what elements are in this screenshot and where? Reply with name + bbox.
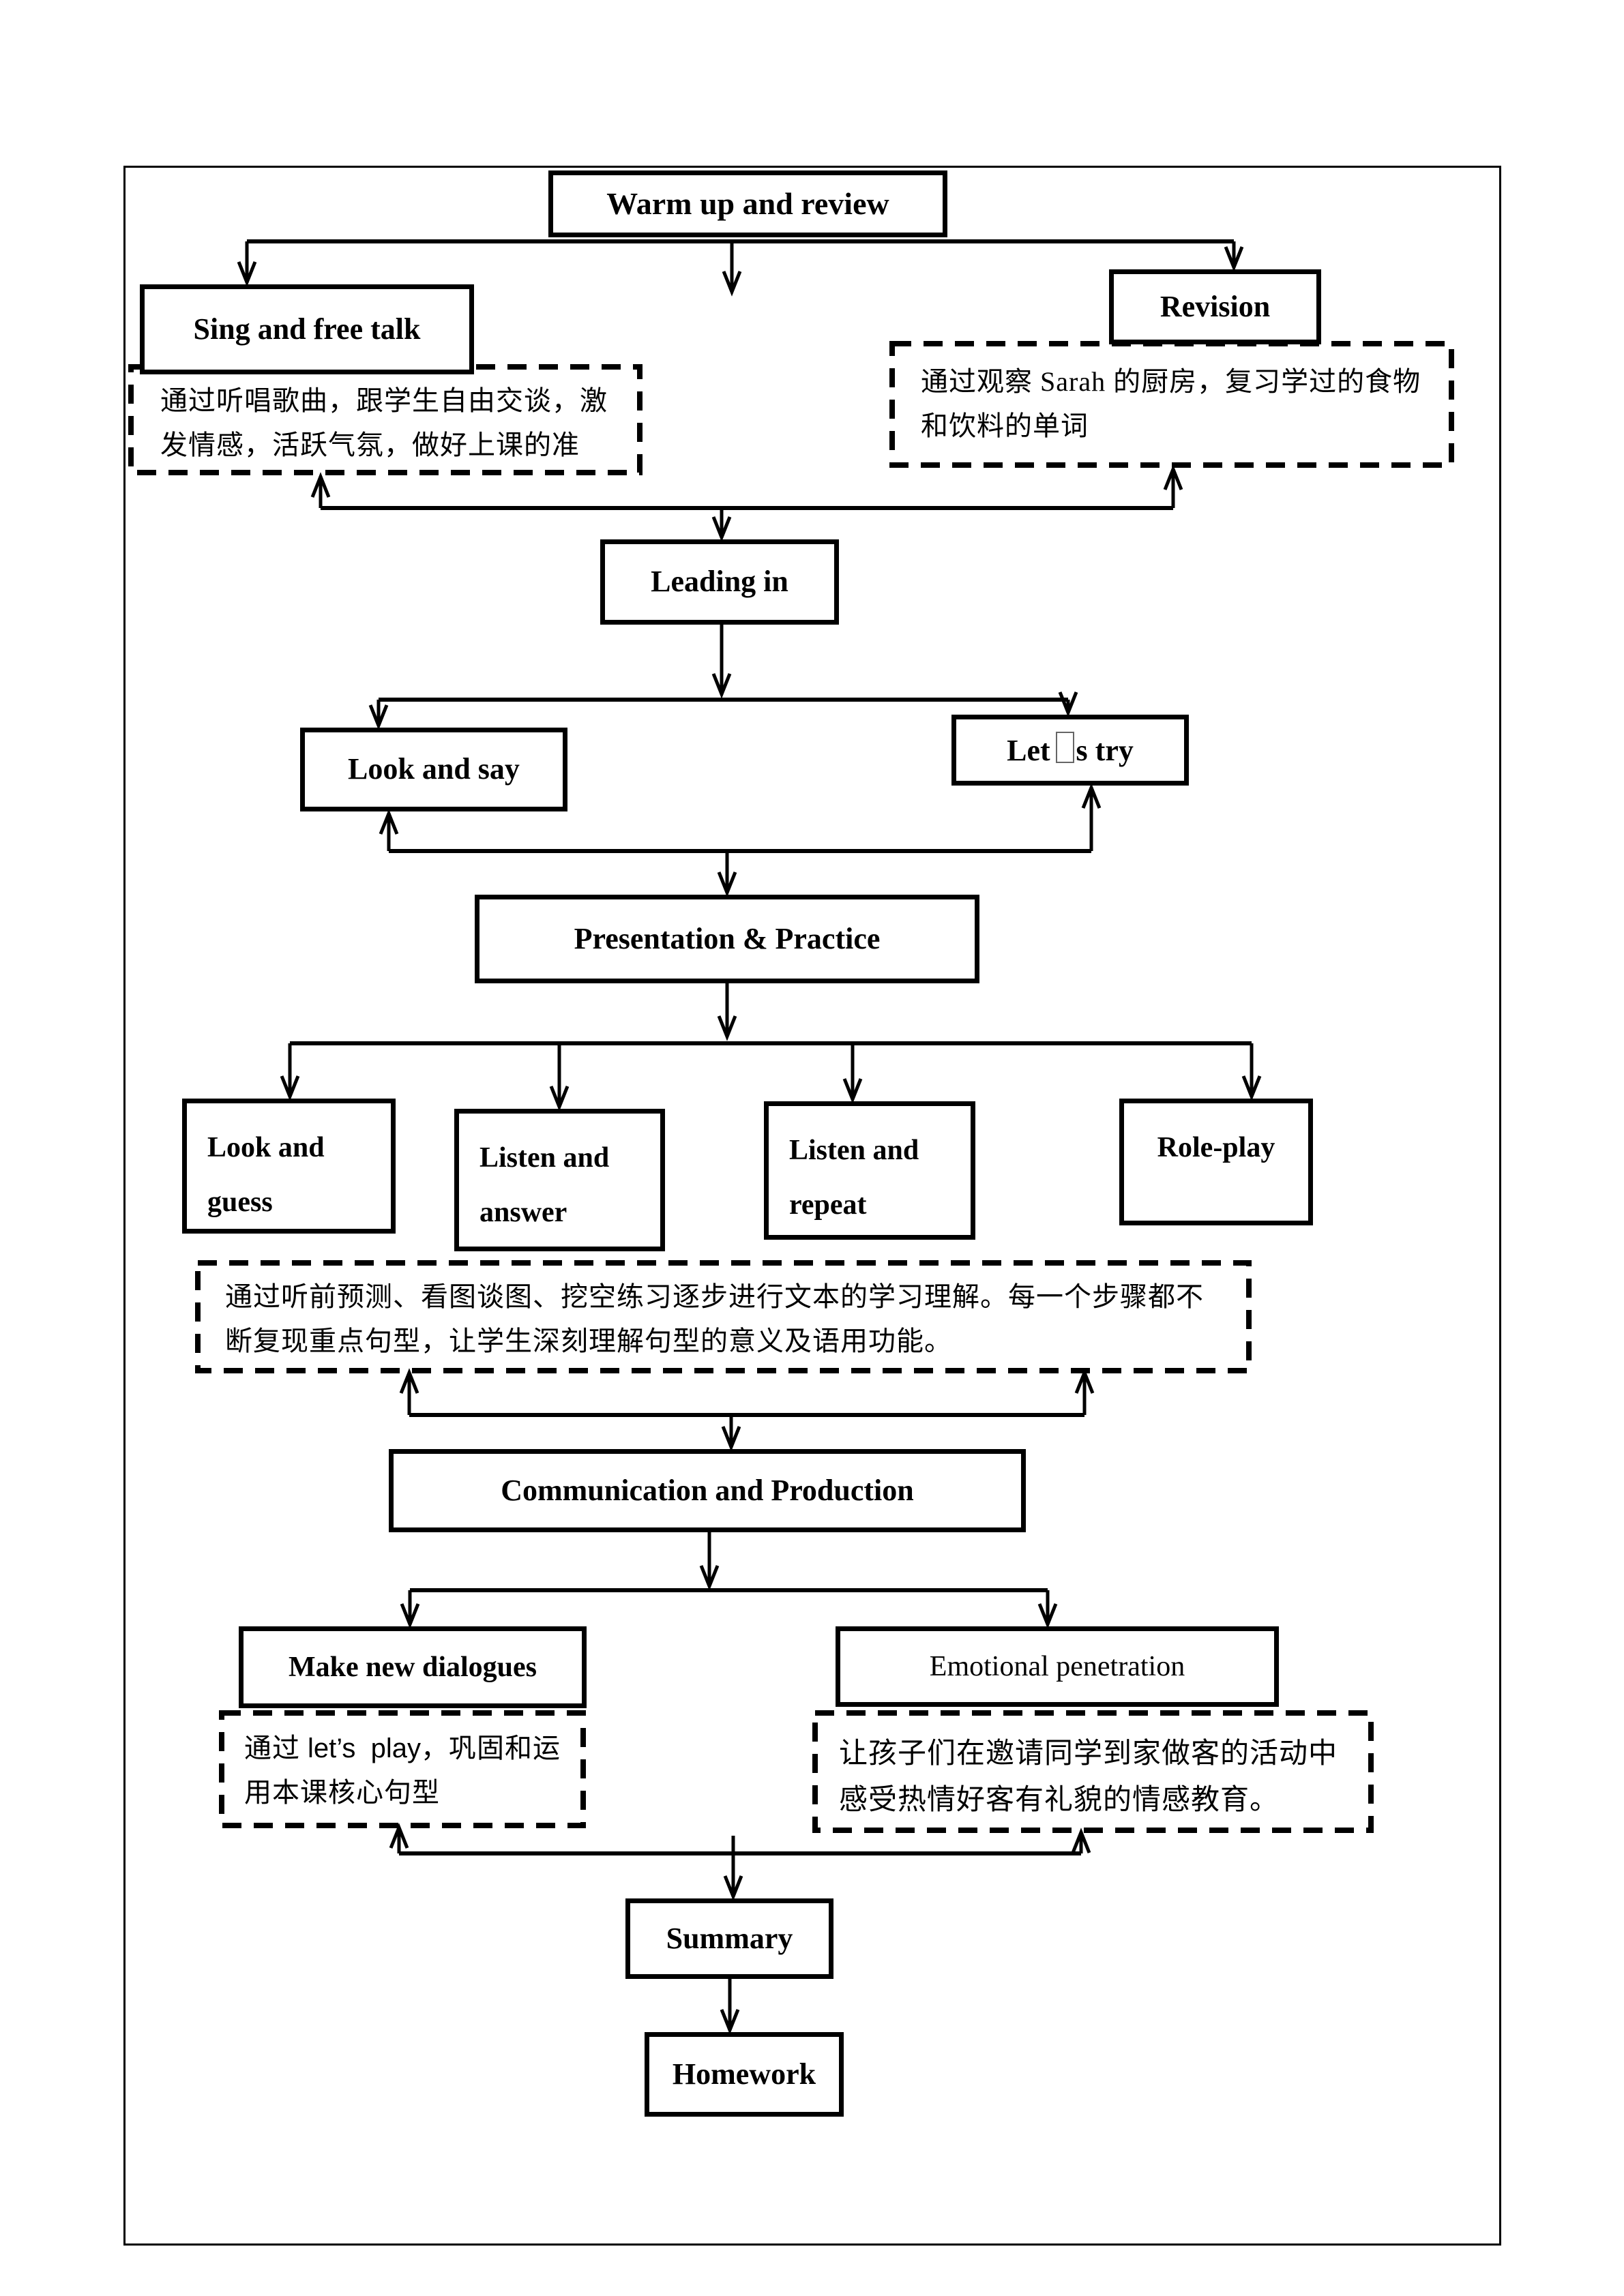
node-label: Make new dialogues (288, 1651, 537, 1683)
dashed-border-practice-note (195, 1260, 1252, 1373)
connector-merge-communication (399, 1368, 1095, 1452)
node-emotional-penetration: Emotional penetration (836, 1626, 1279, 1707)
dashed-border-emotional-note (812, 1710, 1374, 1833)
node-look-and-guess: Look and guess (182, 1099, 396, 1234)
node-label: Sing and free talk (193, 312, 421, 346)
connector-communication-split (400, 1532, 1058, 1629)
dashed-border-dialogues-note (219, 1710, 586, 1828)
node-lets-try: Let s try (951, 715, 1189, 786)
node-role-play: Role-play (1119, 1099, 1313, 1225)
connector-merge-presentation (379, 783, 1102, 897)
node-summary: Summary (625, 1898, 833, 1979)
node-label: Communication and Production (501, 1473, 914, 1507)
note-make-new-dialogues: 通过 let’s play，巩固和运用本课核心句型 (244, 1727, 565, 1815)
connector-merge-leading-in (310, 464, 1183, 542)
connector-merge-summary (389, 1823, 1091, 1901)
connector-practice-split-four (280, 983, 1262, 1112)
note-text-post: ，巩固和运用本课核心句型 (244, 1733, 561, 1808)
connector-leading-split (368, 625, 1078, 730)
lets-try-pre: Let (1007, 734, 1050, 768)
node-label: Let s try (1007, 732, 1134, 768)
page-border (123, 166, 1501, 2246)
node-look-and-say: Look and say (300, 728, 567, 811)
node-label: Listen and answer (479, 1142, 610, 1228)
node-label: Leading in (651, 565, 788, 599)
node-label: Summary (666, 1921, 793, 1955)
node-warm-up-and-review: Warm up and review (548, 170, 947, 237)
note-text: 通过观察 Sarah 的厨房，复习学过的食物和饮料的单词 (921, 366, 1421, 441)
node-label: Look and guess (207, 1132, 325, 1218)
note-revision: 通过观察 Sarah 的厨房，复习学过的食物和饮料的单词 (921, 360, 1429, 449)
node-communication-and-production: Communication and Production (389, 1449, 1026, 1532)
node-leading-in: Leading in (600, 539, 839, 625)
node-make-new-dialogues: Make new dialogues (239, 1626, 587, 1708)
note-text-pre: 通过 (244, 1733, 308, 1763)
node-label: Emotional penetration (929, 1650, 1185, 1682)
node-label: Homework (672, 2057, 816, 2091)
note-text-latin: let’s play (308, 1733, 422, 1763)
note-text: 通过听唱歌曲，跟学生自由交谈，激发情感，活跃气氛，做好上课的准 (160, 385, 608, 460)
note-text: 通过听前预测、看图谈图、挖空练习逐步进行文本的学习理解。每一个步骤都不断复现重点… (225, 1281, 1204, 1356)
node-label: Presentation & Practice (574, 921, 881, 955)
node-presentation-and-practice: Presentation & Practice (475, 895, 979, 983)
connectors (237, 239, 1262, 2035)
connector-warmup-split (237, 239, 1244, 297)
node-label: Revision (1160, 289, 1271, 323)
node-label: Role-play (1157, 1132, 1275, 1163)
node-label: Listen and repeat (789, 1135, 919, 1221)
node-label: Look and say (348, 752, 520, 786)
note-sing-and-free-talk: 通过听唱歌曲，跟学生自由交谈，激发情感，活跃气氛，做好上课的准 (160, 379, 624, 468)
node-listen-and-repeat: Listen and repeat (764, 1101, 975, 1240)
note-emotional-penetration: 让孩子们在邀请同学到家做客的活动中感受热情好客有礼貌的情感教育。 (839, 1731, 1350, 1823)
node-label: Warm up and review (606, 185, 889, 221)
node-listen-and-answer: Listen and answer (454, 1109, 665, 1251)
missing-glyph-box (1055, 732, 1074, 764)
node-sing-and-free-talk: Sing and free talk (140, 284, 474, 374)
lets-try-post: s try (1076, 734, 1134, 768)
note-text: 让孩子们在邀请同学到家做客的活动中感受热情好客有礼貌的情感教育。 (839, 1738, 1338, 1817)
node-homework: Homework (645, 2032, 844, 2117)
note-presentation-practice: 通过听前预测、看图谈图、挖空练习逐步进行文本的学习理解。每一个步骤都不断复现重点… (225, 1275, 1228, 1364)
node-revision: Revision (1109, 269, 1321, 344)
